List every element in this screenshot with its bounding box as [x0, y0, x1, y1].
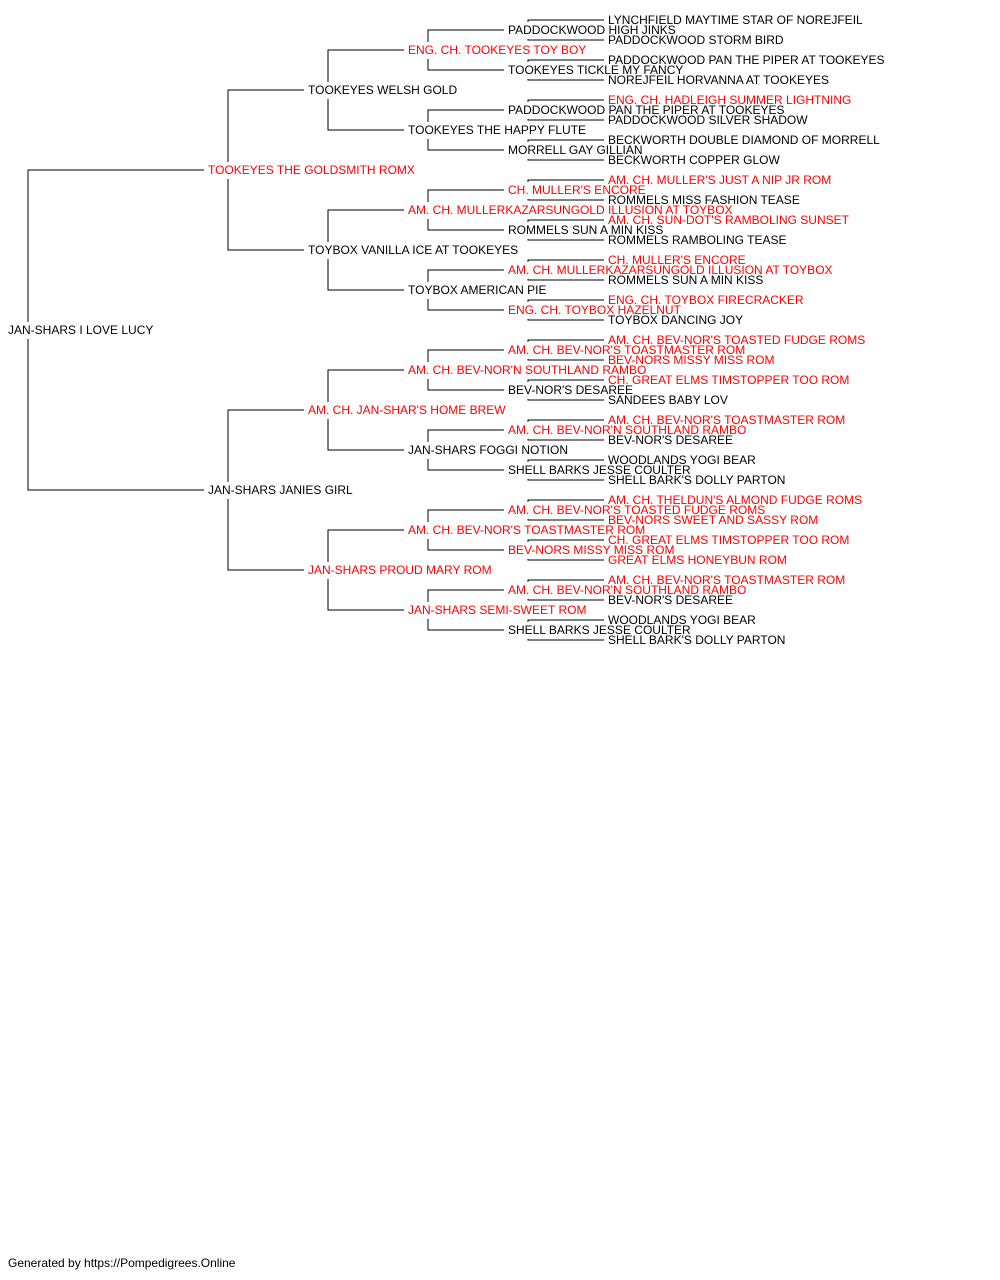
pedigree-connector	[527, 619, 604, 641]
pedigree-name: JAN-SHARS SEMI-SWEET ROM	[408, 603, 586, 617]
pedigree-name: PADDOCKWOOD HIGH JINKS	[508, 23, 676, 37]
pedigree-name: TOOKEYES TICKLE MY FANCY	[508, 63, 683, 77]
pedigree-name: LYNCHFIELD MAYTIME STAR OF NOREJFEIL	[608, 13, 863, 27]
pedigree-connector	[427, 189, 504, 231]
pedigree-connector	[27, 169, 204, 491]
pedigree-name: CH. MULLER'S ENCORE	[608, 253, 746, 267]
pedigree-name: GREAT ELMS HONEYBUN ROM	[608, 553, 787, 567]
pedigree-name: BEV-NORS MISSY MISS ROM	[608, 353, 774, 367]
pedigree-name: ENG. CH. TOOKEYES TOY BOY	[408, 43, 586, 57]
pedigree-connector	[527, 339, 604, 361]
pedigree-name: AM. CH. BEV-NOR'S TOASTMASTER ROM	[608, 573, 845, 587]
pedigree-name: JAN-SHARS JANIES GIRL	[208, 483, 353, 497]
pedigree-name: PADDOCKWOOD STORM BIRD	[608, 33, 784, 47]
pedigree-connector	[527, 259, 604, 281]
pedigree-name: ROMMELS MISS FASHION TEASE	[608, 193, 800, 207]
pedigree-connector	[527, 299, 604, 321]
pedigree-connector	[427, 509, 504, 551]
pedigree-name: ROMMELS SUN A MIN KISS	[608, 273, 763, 287]
pedigree-name: BEV-NORS MISSY MISS ROM	[508, 543, 674, 557]
pedigree-name: AM. CH. MULLERKAZARSUNGOLD ILLUSION AT T…	[408, 203, 733, 217]
pedigree-name: AM. CH. SUN-DOT'S RAMBOLING SUNSET	[608, 213, 850, 227]
pedigree-connector	[527, 219, 604, 241]
pedigree-connector	[427, 109, 504, 151]
pedigree-name: BECKWORTH COPPER GLOW	[608, 153, 780, 167]
pedigree-connector	[427, 429, 504, 471]
pedigree-name: SHELL BARK'S DOLLY PARTON	[608, 473, 785, 487]
pedigree-name: TOOKEYES THE HAPPY FLUTE	[408, 123, 586, 137]
pedigree-connector	[527, 139, 604, 161]
pedigree-connector	[327, 209, 404, 291]
pedigree-connector	[227, 409, 304, 571]
pedigree-name: JAN-SHARS PROUD MARY ROM	[308, 563, 492, 577]
pedigree-name: SHELL BARK'S DOLLY PARTON	[608, 633, 785, 647]
pedigree-name: BEV-NORS SWEET AND SASSY ROM	[608, 513, 818, 527]
pedigree-name: AM. CH. JAN-SHAR'S HOME BREW	[308, 403, 506, 417]
pedigree-name: BEV-NOR'S DESAREE	[608, 433, 733, 447]
pedigree-connector	[427, 349, 504, 391]
pedigree-name: TOYBOX AMERICAN PIE	[408, 283, 546, 297]
pedigree-name: PADDOCKWOOD PAN THE PIPER AT TOOKEYES	[508, 103, 785, 117]
pedigree-connector	[527, 179, 604, 201]
pedigree-connector	[527, 19, 604, 41]
pedigree-name: CH. MULLER'S ENCORE	[508, 183, 646, 197]
pedigree-name: TOYBOX VANILLA ICE AT TOOKEYES	[308, 243, 518, 257]
pedigree-name: AM. CH. MULLERKAZARSUNGOLD ILLUSION AT T…	[508, 263, 833, 277]
pedigree-name: NOREJFEIL HORVANNA AT TOOKEYES	[608, 73, 829, 87]
pedigree-connector	[527, 99, 604, 121]
pedigree-connector	[427, 589, 504, 631]
pedigree-name: AM. CH. THELDUN'S ALMOND FUDGE ROMS	[608, 493, 862, 507]
pedigree-connector	[527, 499, 604, 521]
pedigree-name: PADDOCKWOOD SILVER SHADOW	[608, 113, 808, 127]
pedigree-name: TOOKEYES THE GOLDSMITH ROMX	[208, 163, 415, 177]
pedigree-name: BECKWORTH DOUBLE DIAMOND OF MORRELL	[608, 133, 880, 147]
pedigree-name: WOODLANDS YOGI BEAR	[608, 613, 756, 627]
pedigree-name: AM. CH. BEV-NOR'N SOUTHLAND RAMBO	[508, 583, 746, 597]
pedigree-name: BEV-NOR'S DESAREE	[508, 383, 633, 397]
pedigree-connector	[327, 49, 404, 131]
pedigree-name: CH. GREAT ELMS TIMSTOPPER TOO ROM	[608, 533, 849, 547]
pedigree-connector	[527, 379, 604, 401]
pedigree-connector	[427, 29, 504, 71]
pedigree-connector	[327, 369, 404, 451]
pedigree-name: AM. CH. BEV-NOR'S TOASTMASTER ROM	[408, 523, 645, 537]
pedigree-name: AM. CH. BEV-NOR'N SOUTHLAND RAMBO	[508, 423, 746, 437]
pedigree-name: ENG. CH. TOYBOX HAZELNUT	[508, 303, 682, 317]
pedigree-connector	[327, 529, 404, 611]
pedigree-name: SHELL BARKS JESSE COULTER	[508, 623, 691, 637]
pedigree-connector	[527, 419, 604, 441]
pedigree-connector	[227, 89, 304, 251]
pedigree-name: BEV-NOR'S DESAREE	[608, 593, 733, 607]
pedigree-name: AM. CH. BEV-NOR'N SOUTHLAND RAMBO	[408, 363, 646, 377]
pedigree-name: AM. CH. BEV-NOR'S TOASTED FUDGE ROMS	[608, 333, 865, 347]
pedigree-name: ENG. CH. HADLEIGH SUMMER LIGHTNING	[608, 93, 851, 107]
pedigree-name: AM. CH. BEV-NOR'S TOASTED FUDGE ROMS	[508, 503, 765, 517]
pedigree-name: ENG. CH. TOYBOX FIRECRACKER	[608, 293, 804, 307]
footer-credit: Generated by https://Pompedigrees.Online	[8, 1256, 236, 1270]
pedigree-name: CH. GREAT ELMS TIMSTOPPER TOO ROM	[608, 373, 849, 387]
pedigree-connector	[527, 579, 604, 601]
pedigree-connector	[427, 269, 504, 311]
pedigree-connector	[527, 59, 604, 81]
pedigree-name: JAN-SHARS I LOVE LUCY	[8, 323, 153, 337]
pedigree-name: TOYBOX DANCING JOY	[608, 313, 743, 327]
pedigree-name: AM. CH. BEV-NOR'S TOASTMASTER ROM	[508, 343, 745, 357]
pedigree-name: TOOKEYES WELSH GOLD	[308, 83, 457, 97]
pedigree-name: MORRELL GAY GILLIAN	[508, 143, 643, 157]
pedigree-name: PADDOCKWOOD PAN THE PIPER AT TOOKEYES	[608, 53, 885, 67]
pedigree-name: WOODLANDS YOGI BEAR	[608, 453, 756, 467]
pedigree-connector	[527, 539, 604, 561]
pedigree-name: JAN-SHARS FOGGI NOTION	[408, 443, 568, 457]
pedigree-name: AM. CH. MULLER'S JUST A NIP JR ROM	[608, 173, 831, 187]
pedigree-name: AM. CH. BEV-NOR'S TOASTMASTER ROM	[608, 413, 845, 427]
pedigree-name: SHELL BARKS JESSE COULTER	[508, 463, 691, 477]
pedigree-connector	[527, 459, 604, 481]
pedigree-name: ROMMELS SUN A MIN KISS	[508, 223, 663, 237]
pedigree-name: SANDEES BABY LOV	[608, 393, 728, 407]
pedigree-name: ROMMELS RAMBOLING TEASE	[608, 233, 786, 247]
